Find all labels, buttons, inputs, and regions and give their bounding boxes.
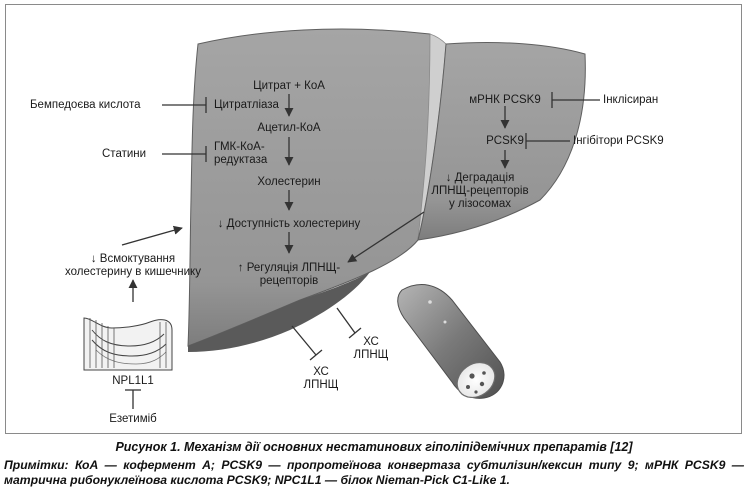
ldl-c-label-1b: ЛПНЩ <box>303 379 339 391</box>
figure-notes: Примітки: КоА — кофермент А; PCSK9 — про… <box>4 458 744 487</box>
diagram-canvas <box>83 28 600 409</box>
inhibition-lines <box>125 92 600 409</box>
cholesterol-label: Холестерин <box>257 176 321 188</box>
degradation-label-1: ↓ Деградація <box>445 172 515 184</box>
ldl-c-label-2b: ЛПНЩ <box>353 349 389 361</box>
pcsk9-mrna-label: мРНК PCSK9 <box>469 94 541 106</box>
citrate-coa-label: Цитрат + КоА <box>253 80 325 92</box>
pcsk9-label: PCSK9 <box>486 135 524 147</box>
liver-left-lobe <box>187 28 435 347</box>
ezetimibe-label: Езетиміб <box>109 413 157 425</box>
ldl-c-label-2a: ХС <box>363 336 379 348</box>
pathway-arrows <box>121 94 510 302</box>
degradation-label-3: у лізосомах <box>448 198 512 210</box>
citrate-lyase-label: Цитратліаза <box>214 99 279 111</box>
cholesterol-availability-label: ↓ Доступність холестерину <box>217 218 361 230</box>
absorption-label-2: холестерину в кишечнику <box>65 266 201 278</box>
liver-underside-shadow <box>188 272 370 352</box>
ldl-receptor-regulation-label-2: рецепторів <box>259 275 319 287</box>
hmg-coa-reductase-label-1: ГМК-КоА- <box>214 141 265 153</box>
ldl-receptor-regulation-label-1: ↑ Регуляція ЛПНЩ- <box>237 262 341 274</box>
bempedoic-acid-label: Бемпедоєва кислота <box>30 99 141 111</box>
liver-right-lobe <box>417 41 586 241</box>
npl1l1-label: NPL1L1 <box>112 375 154 387</box>
intestinal-villus <box>83 317 173 371</box>
absorption-label-1: ↓ Всмоктування <box>90 253 176 265</box>
statins-label: Статини <box>102 148 147 160</box>
blood-vessel <box>397 284 505 399</box>
acetyl-coa-label: Ацетил-КоА <box>257 122 321 134</box>
hmg-coa-reductase-label-2: редуктаза <box>214 154 268 166</box>
inclisiran-label: Інклісиран <box>603 94 659 106</box>
ldl-c-label-1a: ХС <box>313 366 329 378</box>
figure-caption: Рисунок 1. Механізм дії основних нестати… <box>115 440 633 454</box>
degradation-label-2: ЛПНЩ-рецепторів <box>431 185 529 197</box>
pcsk9-inhibitors-label: Інгібітори PCSK9 <box>573 135 664 147</box>
